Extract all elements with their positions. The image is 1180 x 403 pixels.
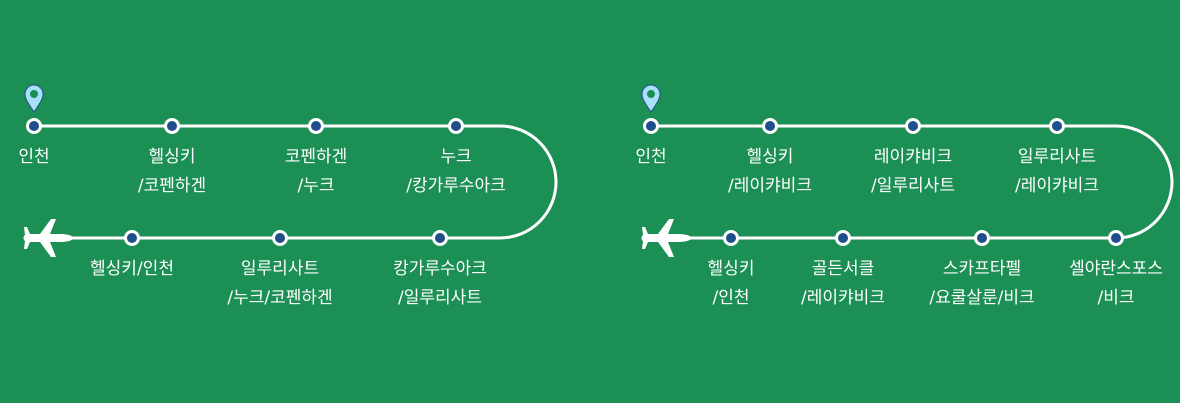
stop-dot <box>1108 230 1124 246</box>
stop-destination: /비크 <box>1097 288 1135 308</box>
stop-dot <box>643 118 659 134</box>
route-2 <box>641 84 1174 257</box>
stop-destination: /요쿨살룬/비크 <box>929 288 1035 308</box>
stop-label: 헬싱키/레이캬비크 <box>728 143 812 201</box>
stop-name: 골든서클 <box>811 259 875 279</box>
stop-destination: /누크 <box>297 176 335 196</box>
airplane-icon <box>23 219 74 257</box>
stop-name: 일루리사트 <box>240 259 320 279</box>
stop-label: 캉가루수아크/일루리사트 <box>393 255 487 313</box>
location-pin-icon <box>641 84 661 113</box>
route-track <box>651 124 1174 240</box>
stop-destination: /일루리사트 <box>871 176 955 196</box>
stop-label: 스카프타펠/요쿨살룬/비크 <box>929 255 1034 313</box>
stop-destination: /코펜하겐 <box>137 176 207 196</box>
stop-name: 코펜하겐 <box>284 147 348 167</box>
stop-label: 일루리사트/누크/코펜하겐 <box>227 255 332 313</box>
stop-label: 인천 <box>635 143 666 172</box>
stop-name: 일루리사트 <box>1017 147 1097 167</box>
stop-destination: /캉가루수아크 <box>406 176 506 196</box>
stop-label: 레이캬비크/일루리사트 <box>871 143 955 201</box>
stop-label: 누크/캉가루수아크 <box>406 143 506 201</box>
stop-dot <box>1049 118 1065 134</box>
stop-label: 골든서클/레이캬비크 <box>801 255 885 313</box>
stop-destination: /레이캬비크 <box>1015 176 1099 196</box>
stop-dot <box>308 118 324 134</box>
route-1 <box>23 84 558 257</box>
stop-dot <box>905 118 921 134</box>
stop-destination: /레이캬비크 <box>728 176 812 196</box>
stop-name: 인천 <box>18 147 50 167</box>
stop-name: 셀야란스포스 <box>1069 259 1163 279</box>
stop-dot <box>272 230 288 246</box>
route-track <box>34 124 558 240</box>
stop-name: 스카프타펠 <box>942 259 1022 279</box>
stop-name: 헬싱키 <box>707 259 755 279</box>
stop-dot <box>762 118 778 134</box>
stop-label: 코펜하겐/누크 <box>285 143 348 201</box>
stop-label: 헬싱키/인천 <box>90 255 174 284</box>
stop-dot <box>835 230 851 246</box>
stop-name: 인천 <box>635 147 667 167</box>
stop-dot <box>164 118 180 134</box>
stop-dot <box>448 118 464 134</box>
stop-dot <box>26 118 42 134</box>
stop-name: 캉가루수아크 <box>393 259 487 279</box>
stop-destination: /인천 <box>712 288 750 308</box>
stop-label: 인천 <box>18 143 49 172</box>
stop-dot <box>974 230 990 246</box>
stop-dot <box>124 230 140 246</box>
stop-label: 일루리사트/레이캬비크 <box>1015 143 1099 201</box>
stop-name: 누크 <box>440 147 472 167</box>
stop-name: 헬싱키 <box>746 147 794 167</box>
stop-name: 레이캬비크 <box>873 147 953 167</box>
stop-label: 셀야란스포스/비크 <box>1069 255 1163 313</box>
stop-name: 헬싱키/인천 <box>90 259 174 279</box>
location-pin-icon <box>24 84 44 113</box>
stop-label: 헬싱키/인천 <box>708 255 755 313</box>
stop-destination: /누크/코펜하겐 <box>227 288 333 308</box>
stop-name: 헬싱키 <box>148 147 196 167</box>
airplane-icon <box>641 219 692 257</box>
stop-destination: /레이캬비크 <box>801 288 885 308</box>
stop-dot <box>723 230 739 246</box>
stop-destination: /일루리사트 <box>398 288 482 308</box>
stop-label: 헬싱키/코펜하겐 <box>138 143 206 201</box>
stop-dot <box>432 230 448 246</box>
